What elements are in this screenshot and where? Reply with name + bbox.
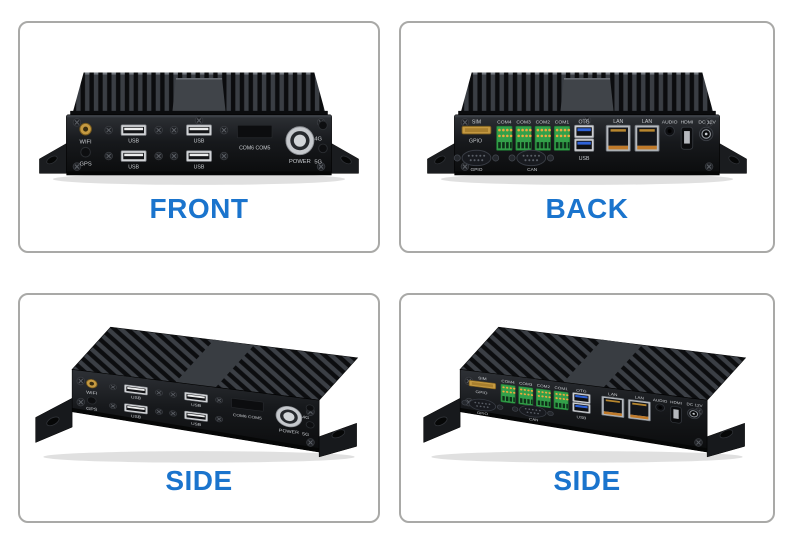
view-card-side-back: SIDE — [399, 293, 775, 523]
view-card-front: FRONT — [18, 21, 380, 253]
side-back-photo — [414, 306, 760, 465]
side-back-caption: SIDE — [553, 464, 621, 496]
back-caption: BACK — [545, 192, 629, 224]
side-front-photo — [26, 306, 372, 465]
front-caption: FRONT — [149, 192, 249, 224]
view-card-back: BACK — [399, 21, 775, 253]
back-photo — [414, 34, 760, 193]
view-card-side-front: SIDE — [18, 293, 380, 523]
front-photo — [26, 34, 372, 193]
side-front-caption: SIDE — [165, 464, 233, 496]
